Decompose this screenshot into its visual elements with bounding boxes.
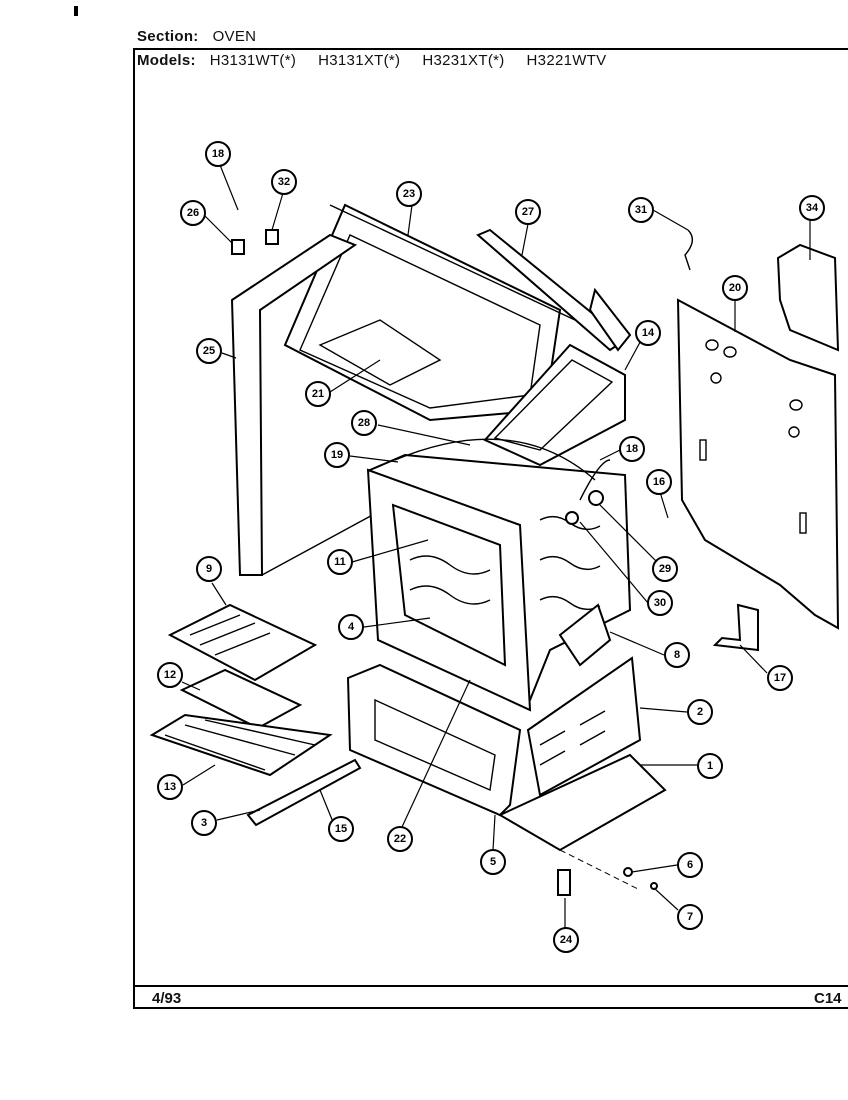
callout-29: 29 xyxy=(652,556,678,582)
callout-label: 18 xyxy=(626,443,638,455)
broil-pan-part xyxy=(167,603,318,682)
footer-rule xyxy=(133,985,848,987)
model-3: H3231XT(*) xyxy=(422,52,505,69)
callout-label: 29 xyxy=(659,563,671,575)
drawer-rail-part xyxy=(246,758,362,827)
callout-label: 34 xyxy=(806,202,819,214)
callout-label: 5 xyxy=(490,856,496,868)
footer-date: 4/93 xyxy=(152,990,182,1007)
cover-box-part xyxy=(776,243,840,352)
callout-label: 11 xyxy=(334,556,346,568)
callout-label: 1 xyxy=(707,760,713,772)
vent-panel-part xyxy=(476,228,632,352)
callout-label: 20 xyxy=(729,282,741,294)
callout-label: 26 xyxy=(187,207,199,219)
callout-27: 27 xyxy=(515,199,541,225)
callout-label: 19 xyxy=(331,449,343,461)
drawer-front-part xyxy=(346,663,522,817)
section-value: OVEN xyxy=(212,28,257,45)
callout-14: 14 xyxy=(635,320,661,346)
callout-6: 6 xyxy=(677,852,703,878)
callout-3: 3 xyxy=(191,810,217,836)
callout-label: 23 xyxy=(403,188,415,200)
model-1: H3131WT(*) xyxy=(209,52,297,69)
callout-label: 28 xyxy=(358,417,370,429)
back-panel-part xyxy=(676,298,840,630)
callout-13: 13 xyxy=(157,774,183,800)
callout-17: 17 xyxy=(767,665,793,691)
callout-label: 18 xyxy=(212,148,224,160)
callout-20: 20 xyxy=(722,275,748,301)
callout-22: 22 xyxy=(387,826,413,852)
callout-label: 3 xyxy=(201,817,207,829)
callout-28: 28 xyxy=(351,410,377,436)
callout-9: 9 xyxy=(196,556,222,582)
models-label: Models: xyxy=(137,52,196,69)
callout-label: 14 xyxy=(642,327,655,339)
callout-12: 12 xyxy=(157,662,183,688)
callout-19: 19 xyxy=(324,442,350,468)
margin-mark xyxy=(74,6,78,16)
pan-insert-part xyxy=(179,668,303,730)
callout-5: 5 xyxy=(480,849,506,875)
callout-label: 15 xyxy=(335,823,347,835)
model-2: H3131XT(*) xyxy=(318,52,401,69)
callout-15: 15 xyxy=(328,816,354,842)
diagram-frame xyxy=(133,48,848,1009)
callout-2: 2 xyxy=(687,699,713,725)
callout-label: 22 xyxy=(394,833,406,845)
model-4: H3221WTV xyxy=(526,52,607,69)
callout-label: 30 xyxy=(654,597,666,609)
callout-label: 21 xyxy=(312,388,324,400)
callout-label: 27 xyxy=(522,206,534,218)
callout-16: 16 xyxy=(646,469,672,495)
callout-label: 8 xyxy=(674,649,680,661)
small-parts xyxy=(231,229,693,896)
callout-label: 13 xyxy=(164,781,176,793)
callout-11: 11 xyxy=(327,549,353,575)
callout-8: 8 xyxy=(664,642,690,668)
callout-23: 23 xyxy=(396,181,422,207)
side-panel-right-part xyxy=(526,656,642,797)
models-heading: Models: H3131WT(*) H3131XT(*) H3231XT(*) H32… xyxy=(137,52,628,69)
footer-page-id: C14 xyxy=(814,990,842,1007)
callout-label: 2 xyxy=(697,706,703,718)
bracket-part xyxy=(712,603,759,652)
callout-label: 32 xyxy=(278,176,290,188)
callout-18b: 18 xyxy=(619,436,645,462)
callout-21: 21 xyxy=(305,381,331,407)
duct-part xyxy=(483,343,626,467)
callout-25: 25 xyxy=(196,338,222,364)
callout-34: 34 xyxy=(799,195,825,221)
callout-30: 30 xyxy=(647,590,673,616)
oven-cavity-part xyxy=(366,438,632,712)
callout-label: 17 xyxy=(774,672,786,684)
callout-label: 25 xyxy=(203,345,215,357)
callout-label: 31 xyxy=(635,204,647,216)
callout-label: 12 xyxy=(164,669,176,681)
callout-24: 24 xyxy=(553,927,579,953)
section-label: Section: xyxy=(137,28,199,45)
callout-18a: 18 xyxy=(205,141,231,167)
callout-7: 7 xyxy=(677,904,703,930)
leader-lines xyxy=(181,164,811,928)
callout-label: 4 xyxy=(348,621,355,633)
callout-label: 9 xyxy=(206,563,212,575)
callout-26: 26 xyxy=(180,200,206,226)
callout-label: 24 xyxy=(560,934,573,946)
callout-4: 4 xyxy=(338,614,364,640)
section-heading: Section: OVEN xyxy=(137,28,278,45)
top-panel-part xyxy=(283,203,576,422)
base-part xyxy=(497,753,667,891)
oven-rack-part xyxy=(149,713,333,777)
callout-label: 6 xyxy=(687,859,693,871)
callout-label: 16 xyxy=(653,476,665,488)
callout-32: 32 xyxy=(271,169,297,195)
callout-31: 31 xyxy=(628,197,654,223)
callout-label: 7 xyxy=(687,911,693,923)
callout-1: 1 xyxy=(697,753,723,779)
